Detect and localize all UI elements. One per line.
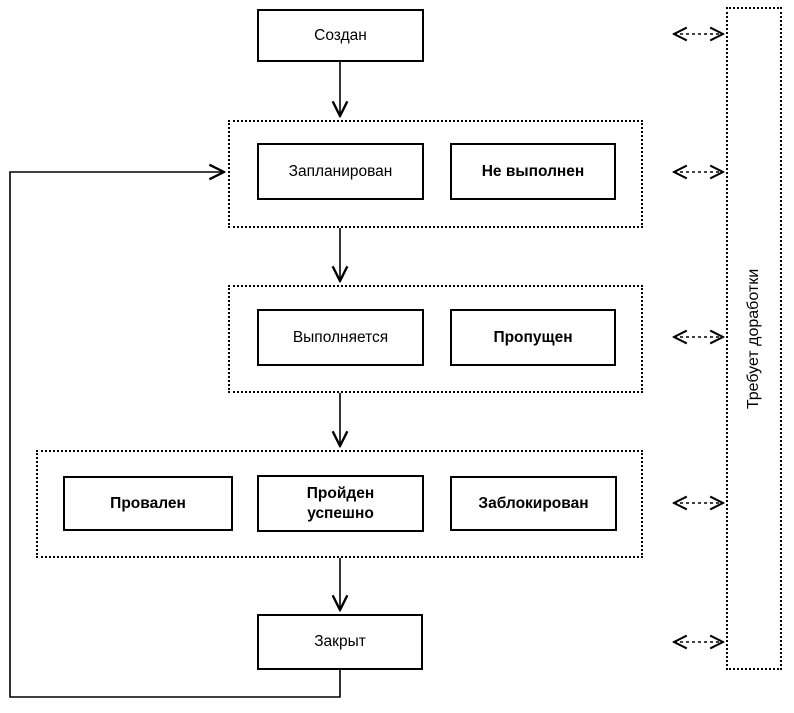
node-passed: Пройден успешно (257, 475, 424, 532)
node-blocked: Заблокирован (450, 476, 617, 531)
node-skipped: Пропущен (450, 309, 616, 366)
node-created: Создан (257, 9, 424, 62)
node-failed: Провален (63, 476, 233, 531)
group-stage-planned (228, 120, 643, 228)
rework-panel: Требует доработки (726, 7, 782, 670)
group-stage-result (36, 450, 643, 558)
node-planned: Запланирован (257, 143, 424, 200)
arrow-closed-to-planned-loop (9, 172, 341, 698)
node-in-progress: Выполняется (257, 309, 424, 366)
node-not-executed: Не выполнен (450, 143, 616, 200)
node-closed: Закрыт (257, 614, 423, 670)
group-stage-executing (228, 285, 643, 393)
rework-panel-label: Требует доработки (745, 268, 762, 409)
